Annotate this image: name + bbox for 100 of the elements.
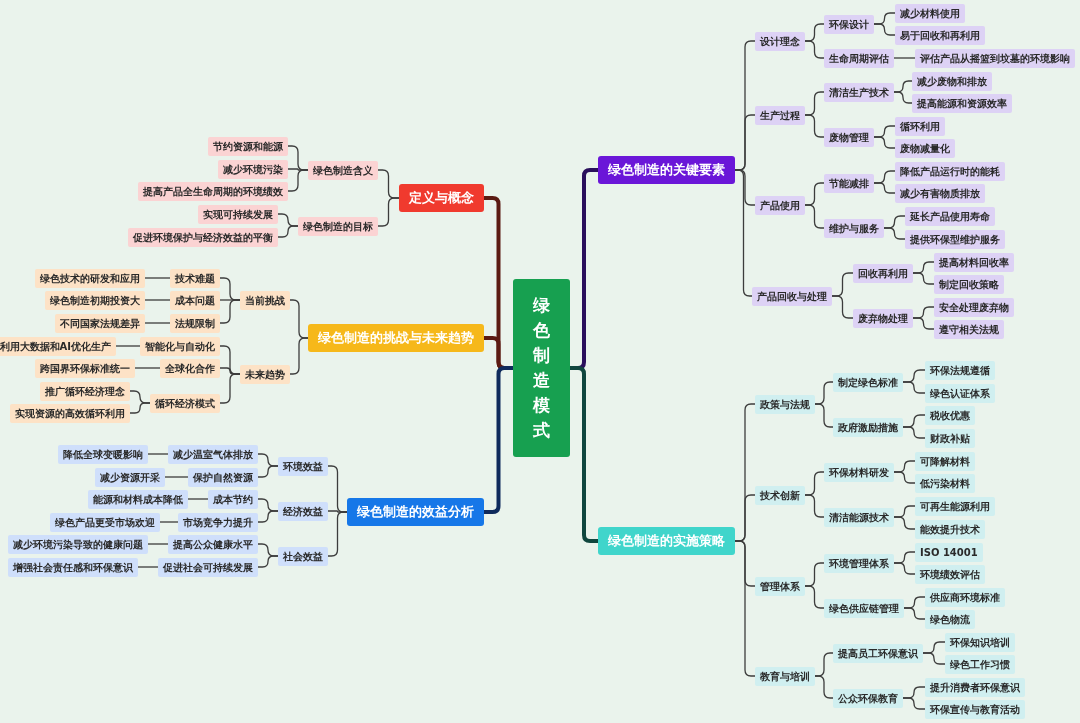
- connector-line: [903, 607, 926, 620]
- topic-box: 减少环境污染导致的健康问题: [8, 534, 148, 554]
- topic-box: 绿色工作习惯: [945, 654, 1015, 674]
- connector-line: [893, 562, 916, 575]
- topic-box: 提升消费者环保意识: [925, 677, 1025, 697]
- topic-box: 不同国家法规差异: [55, 313, 145, 333]
- topic-box: 税收优惠: [925, 405, 975, 425]
- topic-box: 清洁生产技术: [824, 82, 894, 102]
- topic-box: 能源和材料成本降低: [88, 489, 188, 509]
- topic-box: 教育与培训: [755, 666, 815, 686]
- topic-box: 绿色制造的目标: [298, 216, 378, 236]
- connector-line: [134, 367, 161, 369]
- connector-line: [484, 366, 513, 514]
- connector-line: [257, 465, 279, 478]
- connector-line: [147, 453, 169, 455]
- connector-line: [327, 511, 348, 557]
- main-topic-box: 绿色制造的实施策略: [598, 527, 735, 555]
- topic-box: 社会效益: [278, 546, 328, 566]
- topic-box: 利用大数据和AI优化生产: [0, 336, 116, 356]
- topic-box: 减少资源开采: [95, 467, 165, 487]
- topic-box: 提高能源和资源效率: [912, 93, 1012, 113]
- connector-line: [257, 555, 279, 568]
- topic-box: 减少材料使用: [895, 3, 965, 23]
- topic-box: 绿色产品更受市场欢迎: [50, 512, 160, 532]
- topic-box: 绿色供应链管理: [824, 598, 904, 618]
- topic-box: 产品回收与处理: [752, 286, 832, 306]
- topic-box: 提高公众健康水平: [168, 534, 258, 554]
- topic-box: 促进社会可持续发展: [158, 557, 258, 577]
- topic-box: 技术难题: [170, 268, 220, 288]
- topic-box: 维护与服务: [824, 218, 884, 238]
- topic-box: 增强社会责任感和环保意识: [8, 557, 138, 577]
- topic-box: 可降解材料: [915, 451, 975, 471]
- topic-box: 延长产品使用寿命: [905, 206, 995, 226]
- topic-box: 环保法规遵循: [925, 360, 995, 380]
- connector-line: [129, 402, 151, 414]
- topic-box: 成本问题: [170, 290, 220, 310]
- topic-box: 成本节约: [208, 489, 258, 509]
- connector-line: [893, 91, 913, 104]
- connector-line: [922, 652, 946, 665]
- topic-box: 未来趋势: [240, 364, 290, 384]
- topic-box: 推广循环经济理念: [40, 381, 130, 401]
- main-topic-box: 绿色制造的挑战与未来趋势: [308, 324, 484, 352]
- connector-line: [289, 337, 309, 375]
- topic-box: 市场竞争力提升: [178, 512, 258, 532]
- topic-box: 环境绩效评估: [915, 564, 985, 584]
- topic-box: 提高员工环保意识: [833, 643, 923, 663]
- main-topic-box: 绿色制造的关键要素: [598, 156, 735, 184]
- topic-box: 环保知识培训: [945, 632, 1015, 652]
- topic-box: 环保宣传与教育活动: [925, 699, 1025, 719]
- topic-box: 提供环保型维护服务: [905, 229, 1005, 249]
- topic-box: 节能减排: [824, 173, 874, 193]
- connector-line: [893, 471, 916, 484]
- topic-box: 供应商环境标准: [925, 587, 1005, 607]
- connector-line: [287, 169, 309, 192]
- connector-line: [734, 540, 756, 677]
- connector-line: [873, 182, 896, 194]
- connector-line: [147, 543, 169, 545]
- topic-box: 经济效益: [278, 501, 328, 521]
- connector-line: [912, 272, 935, 285]
- topic-box: 制定绿色标准: [833, 372, 903, 392]
- topic-box: 遵守相关法规: [934, 319, 1004, 339]
- topic-box: 评估产品从摇篮到坟墓的环境影响: [915, 48, 1075, 68]
- topic-box: 全球化合作: [160, 358, 220, 378]
- topic-box: 政策与法规: [755, 394, 815, 414]
- topic-box: 可再生能源利用: [915, 496, 995, 516]
- connector-line: [219, 299, 241, 324]
- topic-box: 减少温室气体排放: [168, 444, 258, 464]
- topic-box: 跨国界环保标准统一: [35, 358, 135, 378]
- topic-box: 环境管理体系: [824, 553, 894, 573]
- connector-line: [902, 697, 926, 710]
- topic-box: 环境效益: [278, 456, 328, 476]
- connector-line: [144, 322, 171, 324]
- connector-line: [187, 498, 209, 500]
- connector-line: [570, 366, 598, 543]
- topic-box: 保护自然资源: [188, 467, 258, 487]
- topic-box: 节约资源和能源: [208, 136, 288, 156]
- topic-box: 环保材料研发: [824, 462, 894, 482]
- topic-box: 能效提升技术: [915, 519, 985, 539]
- connector-line: [137, 566, 159, 568]
- main-topic-box: 绿色制造的效益分析: [347, 498, 484, 526]
- topic-box: 法规限制: [170, 313, 220, 333]
- connector-line: [115, 345, 141, 347]
- topic-box: 废物减量化: [895, 138, 955, 158]
- topic-box: 技术创新: [755, 485, 805, 505]
- connector-line: [873, 136, 896, 149]
- connector-line: [159, 521, 179, 523]
- connector-line: [257, 510, 279, 523]
- topic-box: 促进环境保护与经济效益的平衡: [128, 227, 278, 247]
- connector-line: [804, 40, 825, 59]
- connector-line: [144, 299, 171, 301]
- topic-box: 绿色物流: [925, 609, 975, 629]
- topic-box: 降低全球变暖影响: [58, 444, 148, 464]
- topic-box: 生命周期评估: [824, 48, 894, 68]
- topic-box: 绿色制造初期投资大: [45, 290, 145, 310]
- topic-box: 降低产品运行时的能耗: [895, 161, 1005, 181]
- connector-line: [902, 381, 926, 394]
- topic-box: ISO 14001: [915, 542, 983, 562]
- connector-line: [277, 225, 299, 238]
- topic-box: 制定回收策略: [934, 274, 1004, 294]
- topic-box: 废弃物处理: [853, 308, 913, 328]
